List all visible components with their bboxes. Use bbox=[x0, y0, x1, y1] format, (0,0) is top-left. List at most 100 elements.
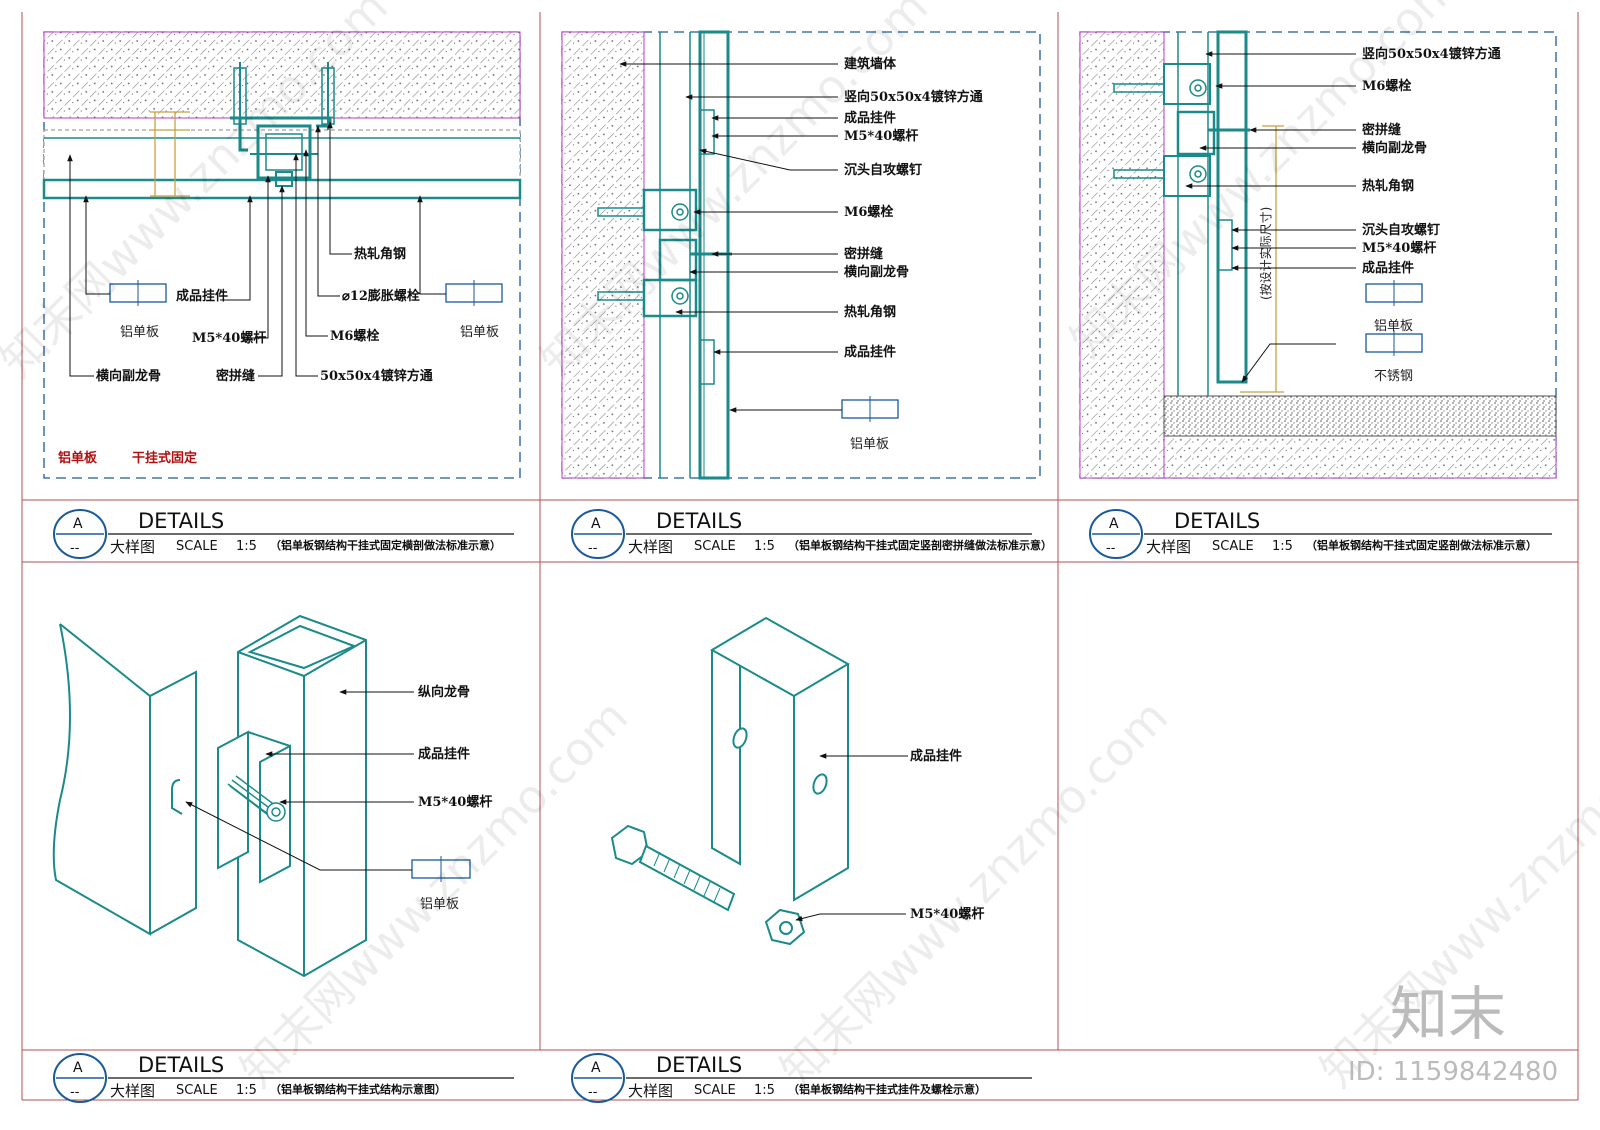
p2-label-wall: 建筑墙体 bbox=[844, 56, 897, 72]
p3-floor-gravel bbox=[1163, 395, 1557, 437]
title-block-p4: A -- DETAILS 大样图 SCALE 1:5 （铝单板钢结构干挂式结构示… bbox=[53, 1053, 514, 1103]
p1-label-hanger: 成品挂件 bbox=[176, 288, 228, 304]
p2-label-seal: 密拼缝 bbox=[843, 246, 883, 262]
p2-label-hanger: 成品挂件 bbox=[844, 110, 896, 126]
p2-label-screw: 沉头自攻螺钉 bbox=[844, 162, 922, 178]
p4-subtitle: 大样图 bbox=[110, 1082, 155, 1100]
p3-description: （铝单板钢结构干挂式固定竖剖做法标准示意） bbox=[1306, 538, 1537, 552]
p1-label-anchor: ⌀12膨胀螺栓 bbox=[342, 288, 420, 304]
svg-text:--: -- bbox=[70, 1085, 80, 1100]
svg-text:--: -- bbox=[588, 1085, 598, 1100]
p2-description: （铝单板钢结构干挂式固定竖剖密拼缝做法标准示意） bbox=[788, 538, 1052, 552]
p1-scale-label: SCALE bbox=[176, 539, 218, 554]
p4-label-keel: 纵向龙骨 bbox=[418, 684, 470, 700]
p5-label-hanger: 成品挂件 bbox=[910, 748, 962, 764]
svg-text:--: -- bbox=[70, 541, 80, 556]
svg-text:--: -- bbox=[588, 541, 598, 556]
p2-scale-label: SCALE bbox=[694, 539, 736, 554]
sheet-frame bbox=[21, 12, 1579, 1101]
p3-label-dim: (按设计实际尺寸) bbox=[1258, 207, 1273, 300]
p2-scale-value: 1:5 bbox=[754, 539, 775, 554]
p2-label-hot-angle: 热轧角钢 bbox=[844, 304, 896, 320]
p5-description: （铝单板钢结构干挂式挂件及螺栓示意） bbox=[788, 1082, 986, 1096]
p3-label-purlin: 横向副龙骨 bbox=[1362, 140, 1427, 156]
p3-floor-hatch bbox=[1163, 435, 1557, 479]
p1-title: DETAILS bbox=[138, 509, 224, 533]
p3-subtitle: 大样图 bbox=[1146, 538, 1191, 556]
p1-wall-hatch bbox=[43, 31, 521, 119]
svg-text:A: A bbox=[1109, 516, 1119, 532]
p1-label-al-left: 铝单板 bbox=[120, 325, 159, 340]
p1-label-hot-angle: 热轧角钢 bbox=[354, 246, 406, 262]
p2-subtitle: 大样图 bbox=[628, 538, 673, 556]
p1-label-purlin: 横向副龙骨 bbox=[96, 368, 161, 384]
p1-label-seal: 密拼缝 bbox=[215, 368, 255, 384]
p3-label-bolt-m5: M5*40螺杆 bbox=[1362, 240, 1436, 256]
p1-dashed-border bbox=[43, 31, 521, 479]
p3-scale-label: SCALE bbox=[1212, 539, 1254, 554]
panel-hanger-bolt bbox=[610, 616, 851, 946]
p2-wall-hatch bbox=[561, 31, 645, 479]
p3-label-screw: 沉头自攻螺钉 bbox=[1362, 222, 1440, 238]
p3-title: DETAILS bbox=[1174, 509, 1260, 533]
p4-label-al: 铝单板 bbox=[420, 897, 459, 912]
svg-text:--: -- bbox=[1106, 541, 1116, 556]
p3-tube bbox=[1216, 30, 1248, 384]
p3-wall-hatch bbox=[1079, 31, 1165, 479]
p4-description: （铝单板钢结构干挂式结构示意图） bbox=[270, 1082, 446, 1096]
p5-scale-label: SCALE bbox=[694, 1083, 736, 1098]
p4-hanger bbox=[217, 730, 291, 884]
p3-label-seal: 密拼缝 bbox=[1361, 122, 1401, 138]
p5-subtitle: 大样图 bbox=[628, 1082, 673, 1100]
p5-hanger bbox=[709, 616, 851, 902]
p3-label-hot-angle: 热轧角钢 bbox=[1362, 178, 1414, 194]
p2-label-al: 铝单板 bbox=[850, 437, 889, 452]
p2-label-hanger2: 成品挂件 bbox=[844, 344, 896, 360]
p2-label-bolt-m6: M6螺栓 bbox=[844, 204, 893, 220]
p1-square-tube bbox=[256, 124, 312, 180]
svg-text:A: A bbox=[73, 516, 83, 532]
brand-logo: 知末 bbox=[1390, 980, 1506, 1048]
p2-label-tube: 竖向50x50x4镀锌方通 bbox=[844, 89, 983, 105]
p4-title: DETAILS bbox=[138, 1053, 224, 1077]
panel-structure-iso bbox=[52, 614, 471, 978]
image-id: ID: 1159842480 bbox=[1348, 1057, 1558, 1087]
p3-label-tube: 竖向50x50x4镀锌方通 bbox=[1362, 46, 1501, 62]
p4-label-hanger: 成品挂件 bbox=[418, 746, 470, 762]
p1-red-note-2: 干挂式固定 bbox=[132, 450, 197, 466]
p1-scale-value: 1:5 bbox=[236, 539, 257, 554]
p2-title: DETAILS bbox=[656, 509, 742, 533]
p4-scale-value: 1:5 bbox=[236, 1083, 257, 1098]
p4-al-panel bbox=[52, 623, 197, 936]
title-block-p1: A -- DETAILS 大样图 SCALE 1:5 （铝单板钢结构干挂式固定横… bbox=[53, 509, 514, 559]
p5-scale-value: 1:5 bbox=[754, 1083, 775, 1098]
svg-text:A: A bbox=[73, 1060, 83, 1076]
p1-label-tube: 50x50x4镀锌方通 bbox=[320, 368, 433, 384]
p1-red-note-1: 铝单板 bbox=[58, 450, 98, 466]
p3-label-bolt-m6: M6螺栓 bbox=[1362, 78, 1411, 94]
p4-label-bolt-m5: M5*40螺杆 bbox=[418, 794, 492, 810]
panel-vertical-seal-section: 建筑墙体 竖向50x50x4镀锌方通 成品挂件 M5*40螺杆 沉头自攻螺钉 M… bbox=[561, 30, 1041, 480]
p3-label-hanger: 成品挂件 bbox=[1362, 260, 1414, 276]
p4-scale-label: SCALE bbox=[176, 1083, 218, 1098]
svg-text:A: A bbox=[591, 516, 601, 532]
p1-label-al-right: 铝单板 bbox=[460, 325, 499, 340]
p5-label-bolt-m5: M5*40螺杆 bbox=[910, 906, 984, 922]
p1-subtitle: 大样图 bbox=[110, 538, 155, 556]
title-block-p2: A -- DETAILS 大样图 SCALE 1:5 （铝单板钢结构干挂式固定竖… bbox=[571, 509, 1052, 559]
p1-description: （铝单板钢结构干挂式固定横剖做法标准示意） bbox=[270, 538, 501, 552]
p1-label-bolt-m5: M5*40螺杆 bbox=[192, 330, 266, 346]
panel-horizontal-section: 热轧角钢 ⌀12膨胀螺栓 成品挂件 铝单板 铝单板 M5*40螺杆 M6螺栓 横… bbox=[42, 31, 522, 479]
p2-label-bolt-m5: M5*40螺杆 bbox=[844, 128, 918, 144]
p4-keel bbox=[237, 614, 367, 978]
title-block-p3: A -- DETAILS 大样图 SCALE 1:5 （铝单板钢结构干挂式固定竖… bbox=[1089, 509, 1552, 559]
p3-scale-value: 1:5 bbox=[1272, 539, 1293, 554]
p5-title: DETAILS bbox=[656, 1053, 742, 1077]
p1-label-bolt-m6: M6螺栓 bbox=[330, 328, 379, 344]
title-block-p5: A -- DETAILS 大样图 SCALE 1:5 （铝单板钢结构干挂式挂件及… bbox=[571, 1053, 1032, 1103]
p2-label-purlin: 横向副龙骨 bbox=[844, 264, 909, 280]
svg-text:A: A bbox=[591, 1060, 601, 1076]
p3-label-al: 铝单板 bbox=[1374, 319, 1413, 334]
p3-label-ss: 不锈钢 bbox=[1374, 369, 1413, 384]
